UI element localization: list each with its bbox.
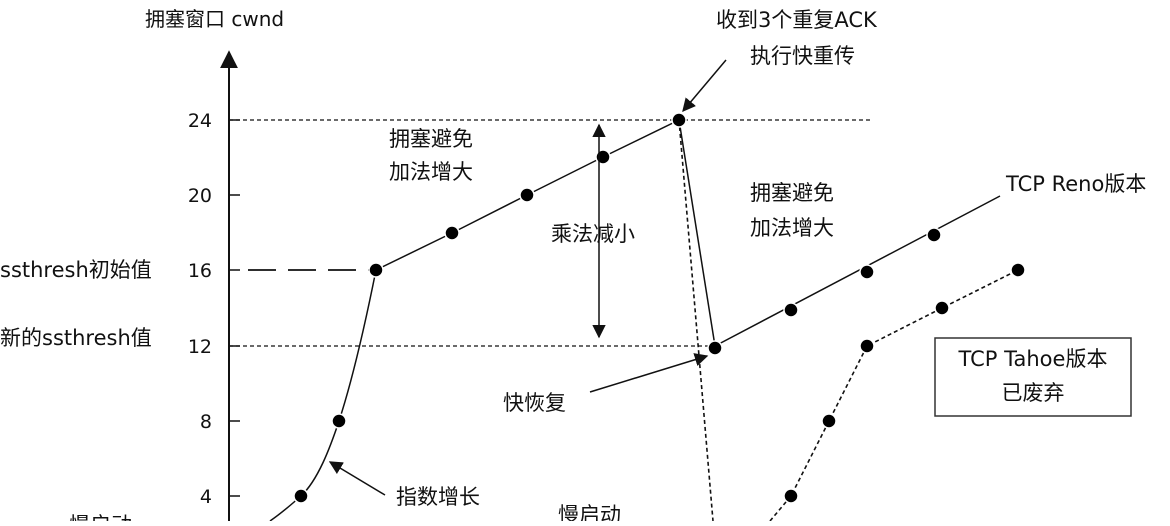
ack-label-line1: 收到3个重复ACK — [716, 8, 878, 32]
slow-start-curve — [269, 269, 377, 522]
fast-recovery-arrow — [589, 353, 709, 393]
ack-arrow — [682, 59, 727, 113]
reno-drop-line — [678, 119, 716, 347]
tahoe-label-line2: 已废弃 — [1002, 381, 1065, 405]
tahoe-drop-line — [678, 119, 714, 522]
point-ss-4 — [293, 488, 309, 504]
ca1-label-line2: 加法增大 — [389, 160, 473, 184]
tick-label-4: 4 — [200, 486, 212, 508]
fast-recovery-label: 快恢复 — [503, 391, 566, 415]
y-axis-title: 拥塞窗口 cwnd — [145, 7, 284, 31]
tick-label-16: 16 — [188, 260, 212, 282]
point-tahoe-4 — [783, 488, 799, 504]
point-tahoe-12 — [859, 338, 875, 354]
ca1-label-line1: 拥塞避免 — [389, 127, 473, 151]
slow-start-label-2: 慢启动 — [558, 503, 621, 521]
point-ca-20 — [519, 187, 535, 203]
point-ca-18 — [444, 225, 460, 241]
y-ticks: 24 20 16 12 8 4 — [188, 110, 240, 508]
slow-start-label-1: 慢启动 — [69, 513, 132, 521]
mult-decrease-label: 乘法减小 — [551, 222, 635, 246]
point-tahoe-8 — [821, 413, 837, 429]
ca2-label-line2: 加法增大 — [750, 216, 834, 240]
exponential-growth-arrow — [328, 461, 386, 496]
new-ssthresh-label: 新的ssthresh值 — [0, 326, 152, 350]
point-reno-14 — [783, 302, 799, 318]
data-points — [293, 112, 1026, 504]
reno-label: TCP Reno版本 — [1005, 172, 1146, 196]
point-ca-24 — [671, 112, 687, 128]
point-ss-8 — [331, 413, 347, 429]
tick-label-24: 24 — [188, 110, 212, 132]
point-tahoe-16 — [1010, 262, 1026, 278]
initial-ssthresh-label: ssthresh初始值 — [0, 258, 152, 282]
tick-label-20: 20 — [188, 185, 212, 207]
reno-recovery-line — [714, 195, 1001, 347]
point-tahoe-14 — [934, 300, 950, 316]
point-reno-12 — [707, 340, 723, 356]
tahoe-box — [934, 337, 1132, 417]
point-reno-16 — [859, 264, 875, 280]
ca2-label-line1: 拥塞避免 — [750, 181, 834, 205]
ack-label-line2: 执行快重传 — [750, 44, 855, 68]
point-ss-16 — [368, 262, 384, 278]
point-ca-22 — [595, 149, 611, 165]
exponential-growth-label: 指数增长 — [396, 485, 480, 509]
tahoe-label-line1: TCP Tahoe版本 — [958, 347, 1108, 371]
tick-label-12: 12 — [188, 336, 212, 358]
point-reno-18 — [926, 227, 942, 243]
tick-label-8: 8 — [200, 411, 212, 433]
